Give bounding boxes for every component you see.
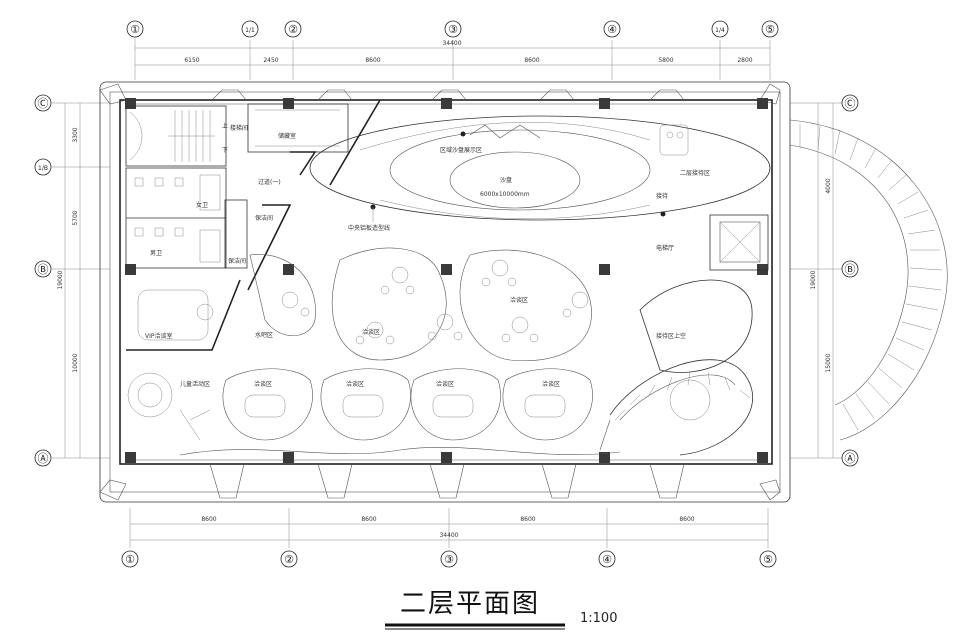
label-neg-b1: 洽谈区 (254, 380, 272, 388)
dim-left-2: 5700 (72, 210, 79, 225)
dim-top-5: 5800 (658, 57, 673, 64)
dim-top-total: 34400 (442, 40, 461, 47)
dim-bottom-3: 8600 (520, 516, 535, 523)
spiral-stair (599, 279, 753, 456)
dim-bottom-2: 8600 (361, 516, 376, 523)
label-negotiation-a: 洽谈区 (510, 296, 528, 304)
axis-left-1b: 1/B (38, 165, 48, 172)
axis-top-4: ④ (607, 23, 617, 36)
label-sandtable: 沙盘 (500, 176, 512, 184)
label-negotiation-b: 洽谈区 (362, 328, 380, 336)
label-passage: 过道(一) (258, 178, 281, 186)
service-core (125, 99, 381, 441)
plan-scale: 1:100 (580, 611, 617, 626)
label-neg-b4: 洽谈区 (542, 380, 560, 388)
axis-right-b: Ⓑ (845, 263, 856, 276)
dim-right-1: 4000 (825, 178, 832, 193)
label-model-line: 中央铝板造型线 (348, 224, 390, 232)
axis-bottom-1: ① (125, 553, 135, 566)
outdoor-spiral-stair (789, 119, 948, 441)
top-dimensions: 34400 6150 2450 8600 8600 5800 2800 (134, 40, 771, 80)
axis-left-b: Ⓑ (38, 263, 49, 276)
right-dimensions: 4000 15000 19000 (790, 102, 845, 459)
label-men: 男卫 (150, 250, 162, 257)
label-stair-down: 下 (222, 147, 228, 154)
axis-right-a: Ⓐ (845, 452, 856, 465)
dim-left-3: 10000 (72, 353, 79, 372)
axis-right-c: Ⓒ (845, 97, 856, 110)
label-reception-desk: 接待 (656, 192, 668, 200)
sandtable-area (309, 115, 771, 222)
axis-top-3: ③ (448, 23, 458, 36)
bottom-dimensions: 8600 8600 8600 8600 34400 (129, 508, 769, 548)
label-stair-up: 上 (222, 122, 228, 130)
plan-title: 二层平面图 (400, 589, 540, 619)
dim-top-1: 6150 (184, 57, 199, 64)
axis-top-1-1: 1/1 (245, 27, 255, 34)
room-labels: 上 下 楼梯间 储藏室 过道(一) 女卫 男卫 保洁间 保洁间 VIP洽谈室 儿… (145, 122, 710, 388)
dim-top-2: 2450 (263, 57, 278, 64)
label-reception2: 二层接待区 (680, 169, 710, 177)
axis-top-1: ① (130, 23, 140, 36)
negotiation-zones (179, 247, 621, 456)
drawing-title: 二层平面图 1:100 (385, 589, 617, 630)
label-cleaning: 保洁间 (255, 214, 273, 222)
left-dimensions: 3300 5700 10000 19000 (52, 102, 110, 459)
axis-bottom-4: ④ (602, 553, 612, 566)
label-sandtable-display: 区域沙盘展示区 (440, 146, 482, 154)
dim-right-total: 19000 (810, 270, 817, 289)
label-vip: VIP洽谈室 (145, 332, 173, 340)
label-reception-void: 接待区上空 (656, 332, 686, 340)
label-kids: 儿童活动区 (180, 380, 210, 388)
dim-top-6: 2800 (737, 57, 752, 64)
dim-right-2: 15000 (825, 353, 832, 372)
axis-top-2: ② (288, 23, 298, 36)
dim-left-total: 19000 (57, 270, 64, 289)
axis-bottom-2: ② (284, 553, 294, 566)
columns (125, 98, 768, 463)
dim-bottom-1: 8600 (201, 516, 216, 523)
label-mop: 保洁间 (228, 257, 246, 265)
label-elevator-hall: 电梯厅 (656, 244, 674, 252)
label-neg-b3: 洽谈区 (436, 380, 454, 388)
dim-top-3: 8600 (365, 57, 380, 64)
label-neg-b2: 洽谈区 (346, 380, 364, 388)
bottom-axis-bubbles: ① ② ③ ④ ⑤ (121, 550, 777, 568)
label-sandtable-size: 6000x10000mm (480, 191, 530, 198)
right-axis-bubbles: Ⓒ Ⓑ Ⓐ (841, 94, 859, 467)
axis-top-5: ⑤ (765, 23, 775, 36)
label-water-bar: 水吧区 (255, 331, 273, 339)
axis-bottom-3: ③ (444, 553, 454, 566)
dim-bottom-4: 8600 (679, 516, 694, 523)
axis-left-c: Ⓒ (38, 97, 49, 110)
dim-top-4: 8600 (524, 57, 539, 64)
elevator (709, 214, 769, 271)
dim-bottom-total: 34400 (439, 532, 458, 539)
axis-left-a: Ⓐ (38, 452, 49, 465)
left-axis-bubbles: Ⓒ 1/B Ⓑ Ⓐ (34, 94, 52, 467)
label-stairwell: 楼梯间 (230, 124, 248, 132)
dim-left-1: 3300 (72, 127, 79, 142)
label-women: 女卫 (196, 201, 208, 209)
axis-bottom-5: ⑤ (763, 553, 773, 566)
axis-top-1-4: 1/4 (715, 27, 725, 34)
top-axis-bubbles: ① 1/1 ② ③ ④ 1/4 ⑤ (126, 20, 779, 40)
label-storage: 储藏室 (278, 132, 296, 140)
